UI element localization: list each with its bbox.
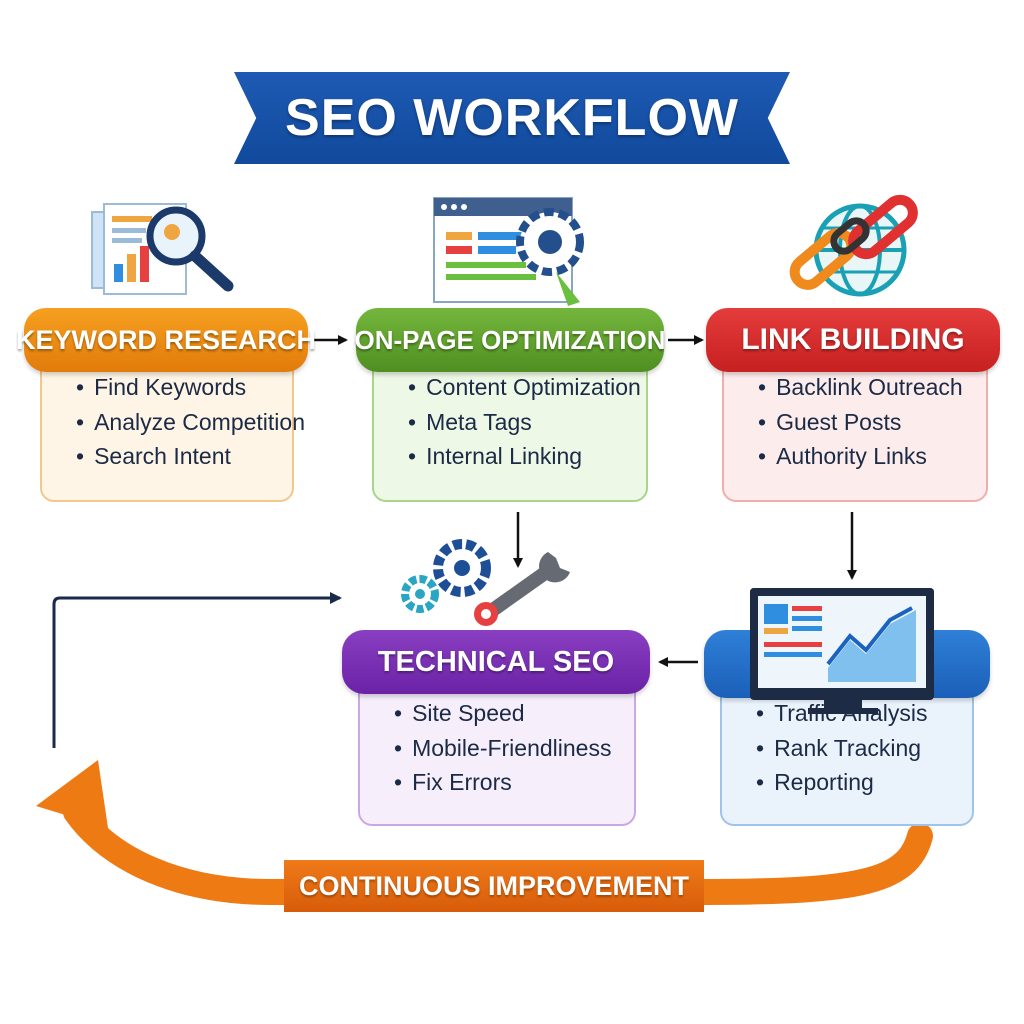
analytics-heading-bar: [704, 630, 990, 698]
title-ribbon: SEO WORKFLOW: [234, 72, 790, 164]
diagram-title: SEO WORKFLOW: [285, 89, 739, 147]
loop-arrowhead: [36, 760, 108, 828]
technical-seo-list: Site Speed Mobile-Friendliness Fix Error…: [394, 696, 634, 800]
analytics-panel: Traffic Analysis Rank Tracking Reporting: [720, 676, 974, 826]
list-item: Backlink Outreach: [758, 370, 986, 405]
magnifier-report-icon: [91, 203, 234, 295]
list-item: Internal Linking: [408, 439, 646, 474]
list-item: Search Intent: [76, 439, 292, 474]
loop-return-line: [52, 592, 342, 748]
technical-seo-heading: TECHNICAL SEO: [342, 630, 650, 694]
technical-seo-panel: Site Speed Mobile-Friendliness Fix Error…: [358, 676, 636, 826]
keyword-research-heading: KEYWORD RESEARCH: [16, 308, 316, 372]
link-building-list: Backlink Outreach Guest Posts Authority …: [758, 370, 986, 474]
list-item: Meta Tags: [408, 405, 646, 440]
link-building-heading: LINK BUILDING: [706, 308, 1000, 372]
on-page-panel: Content Optimization Meta Tags Internal …: [372, 350, 648, 502]
list-item: Reporting: [756, 765, 972, 800]
list-item: Fix Errors: [394, 765, 634, 800]
list-item: Find Keywords: [76, 370, 292, 405]
analytics-list: Traffic Analysis Rank Tracking Reporting: [756, 696, 972, 800]
list-item: Authority Links: [758, 439, 986, 474]
list-item: Rank Tracking: [756, 731, 972, 766]
globe-chain-icon: [789, 194, 918, 297]
list-item: Traffic Analysis: [756, 696, 972, 731]
continuous-improvement-label: CONTINUOUS IMPROVEMENT: [284, 860, 704, 912]
link-building-panel: Backlink Outreach Guest Posts Authority …: [722, 350, 988, 502]
list-item: Analyze Competition: [76, 405, 305, 440]
list-item: Guest Posts: [758, 405, 986, 440]
keyword-research-list: Find Keywords Analyze Competition Search…: [76, 370, 305, 474]
on-page-list: Content Optimization Meta Tags Internal …: [408, 370, 646, 474]
on-page-heading: ON-PAGE OPTIMIZATION: [354, 308, 666, 372]
webpage-gear-icon: [433, 197, 584, 306]
list-item: Content Optimization: [408, 370, 646, 405]
list-item: Site Speed: [394, 696, 634, 731]
keyword-research-panel: Find Keywords Analyze Competition Search…: [40, 350, 305, 502]
list-item: Mobile-Friendliness: [394, 731, 634, 766]
gears-wrench-icon: [401, 539, 570, 626]
